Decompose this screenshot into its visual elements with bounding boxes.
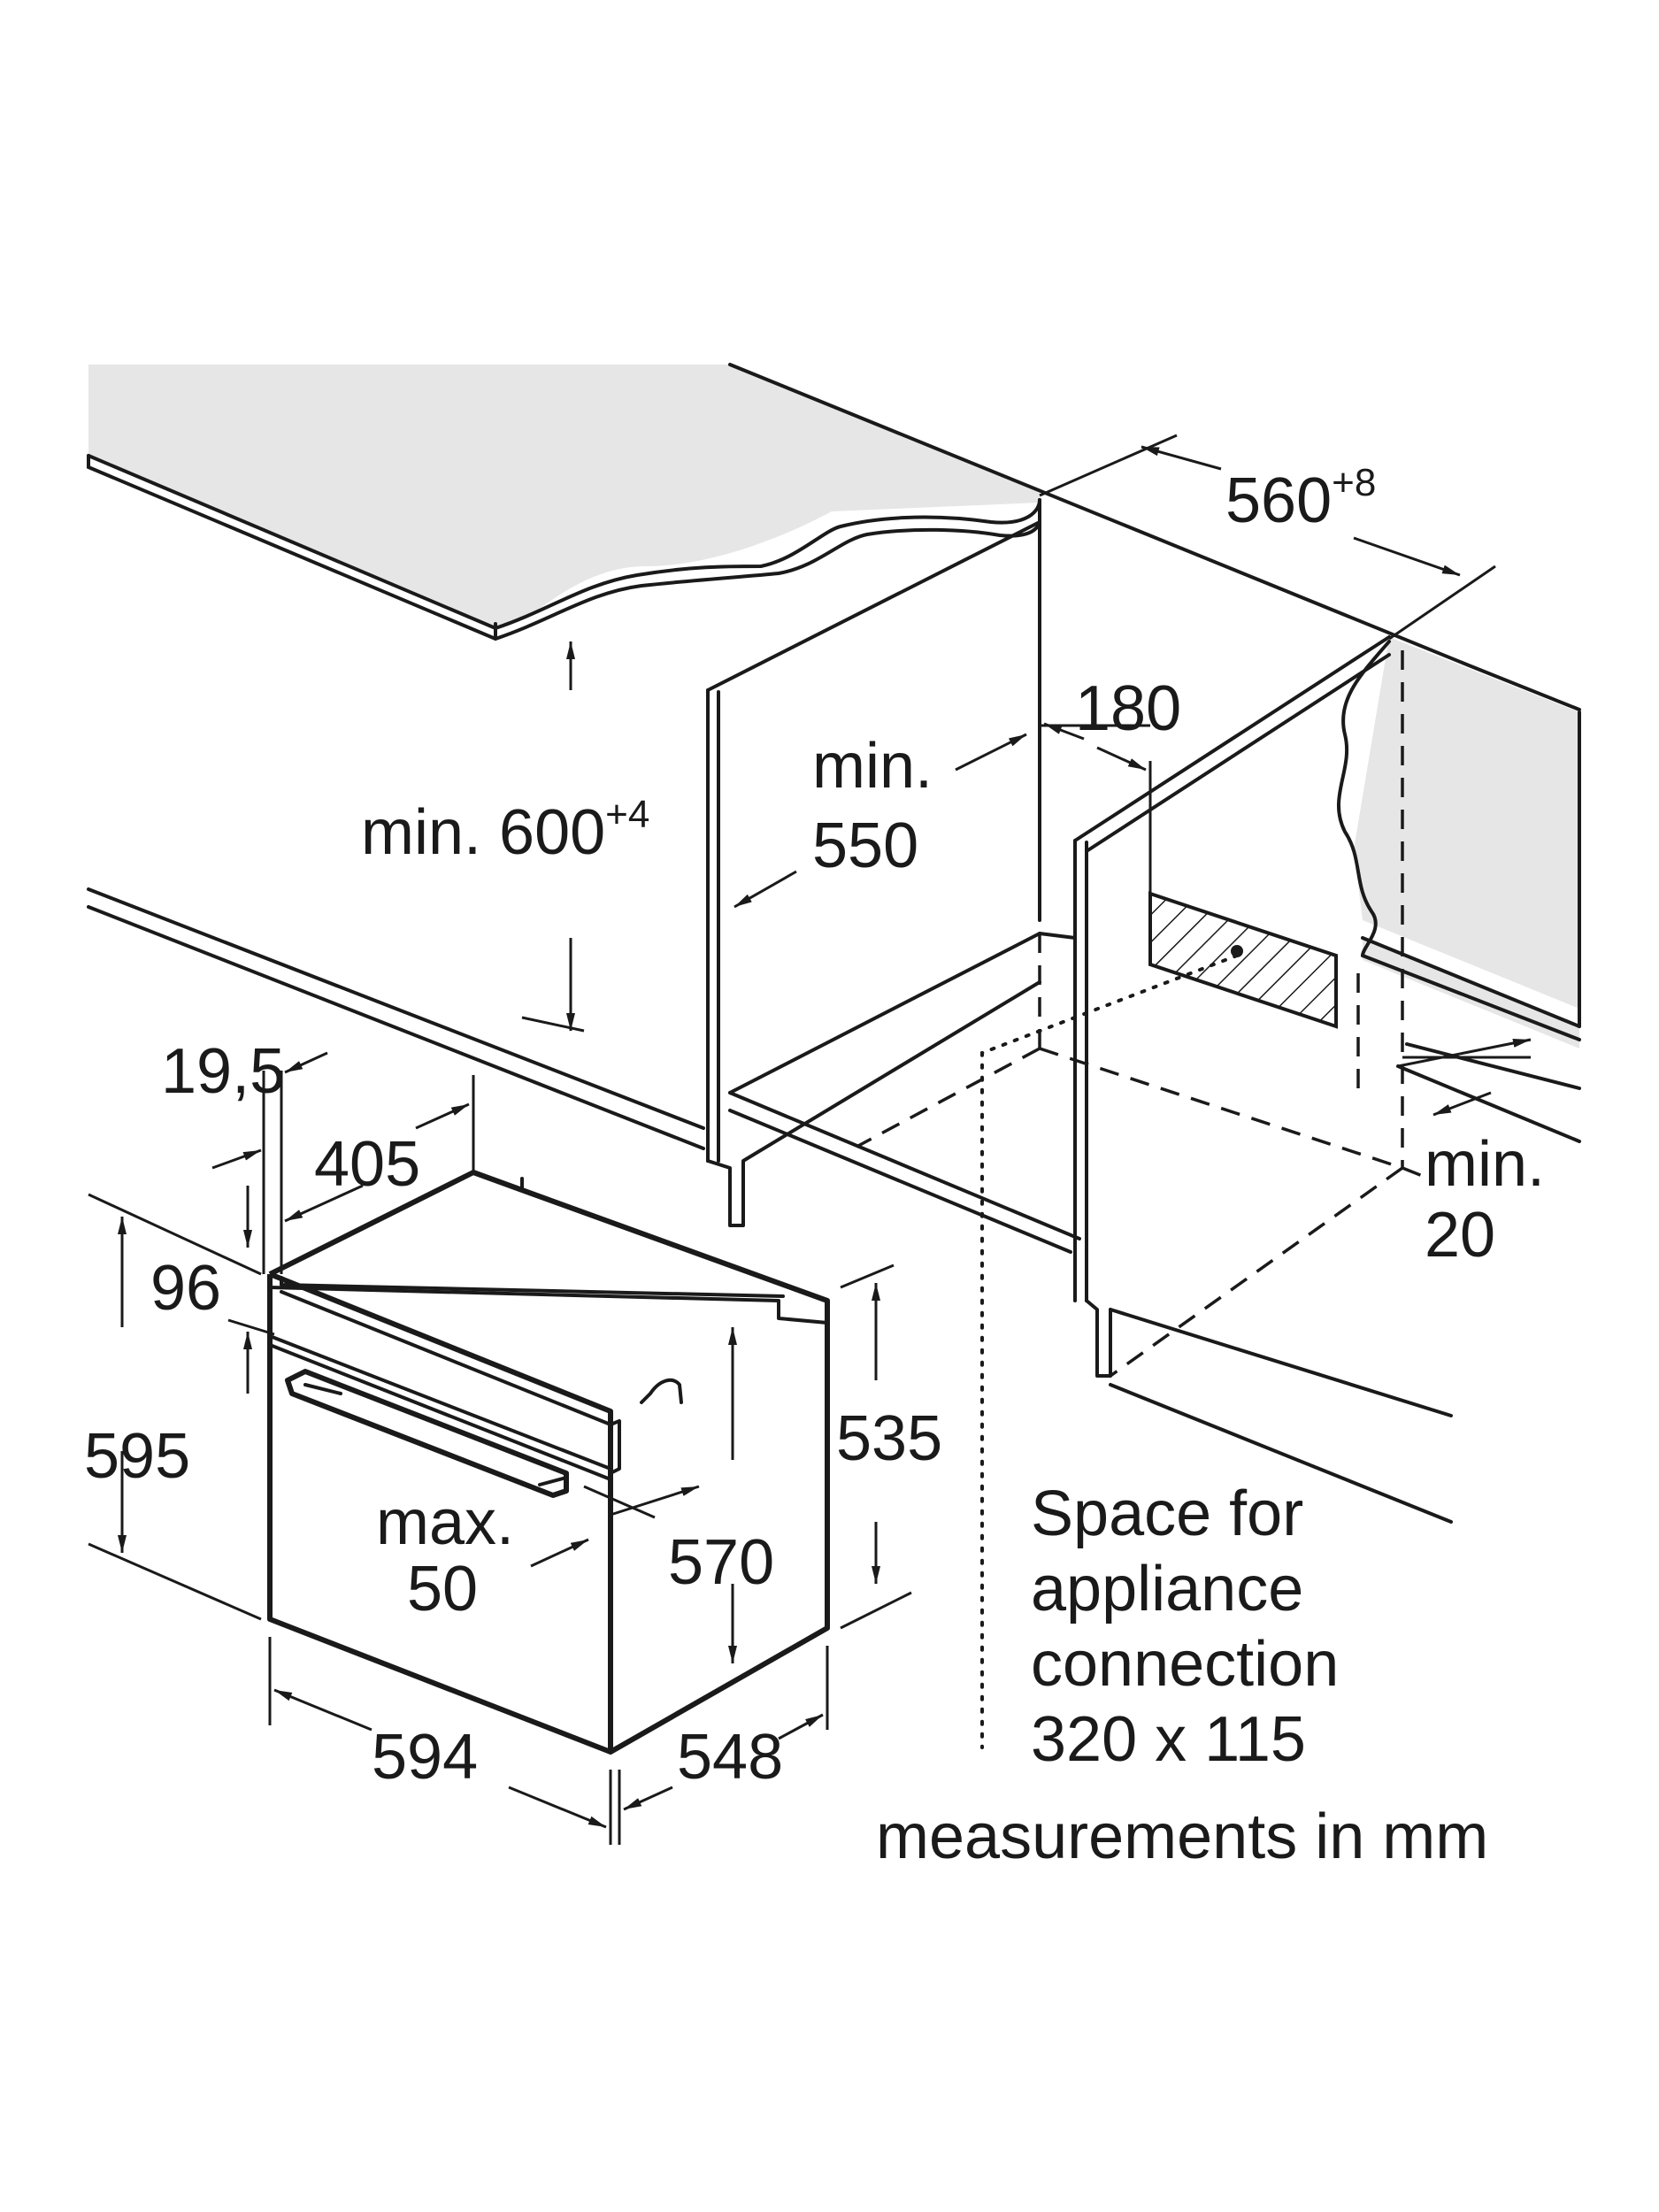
dim-niche-depth-1: min. — [812, 731, 933, 802]
dimension-lines — [88, 434, 1532, 1845]
dim-handle-projection-2: 50 — [407, 1554, 478, 1624]
worktop — [87, 363, 1581, 1048]
connection-note-line-4: 320 x 115 — [1031, 1704, 1306, 1775]
dim-front-panel: 19,5 — [161, 1036, 285, 1107]
dim-rear-gap-1: min. — [1425, 1129, 1545, 1200]
connection-note-line-2: appliance — [1031, 1554, 1303, 1624]
dim-depth-upper: 405 — [314, 1129, 420, 1200]
dim-depth: 548 — [677, 1722, 783, 1793]
connection-note-line-3: connection — [1031, 1629, 1339, 1700]
connection-area — [980, 891, 1338, 1749]
cabinet-niche — [87, 498, 1581, 1524]
connection-note-line-1: Space for — [1031, 1479, 1303, 1549]
dim-rear-gap-2: 20 — [1425, 1200, 1495, 1271]
oven — [267, 1170, 830, 1755]
dim-total-height: 595 — [84, 1421, 190, 1492]
dim-worktop-width: 560+8 — [1225, 461, 1376, 536]
connection-socket-icon — [1231, 945, 1243, 957]
dim-top-strip: 96 — [150, 1253, 221, 1324]
dim-niche-depth-2: 550 — [812, 810, 918, 881]
dim-connection-offset: 180 — [1075, 673, 1181, 744]
dim-width: 594 — [372, 1722, 478, 1793]
units-note: measurements in mm — [876, 1801, 1488, 1872]
dim-handle-projection-1: max. — [376, 1487, 514, 1558]
dim-body-height-side: 535 — [836, 1403, 942, 1474]
dim-body-height-front: 570 — [668, 1527, 774, 1598]
dim-niche-height: min. 600+4 — [361, 793, 649, 868]
hidden-edges — [857, 650, 1425, 1378]
